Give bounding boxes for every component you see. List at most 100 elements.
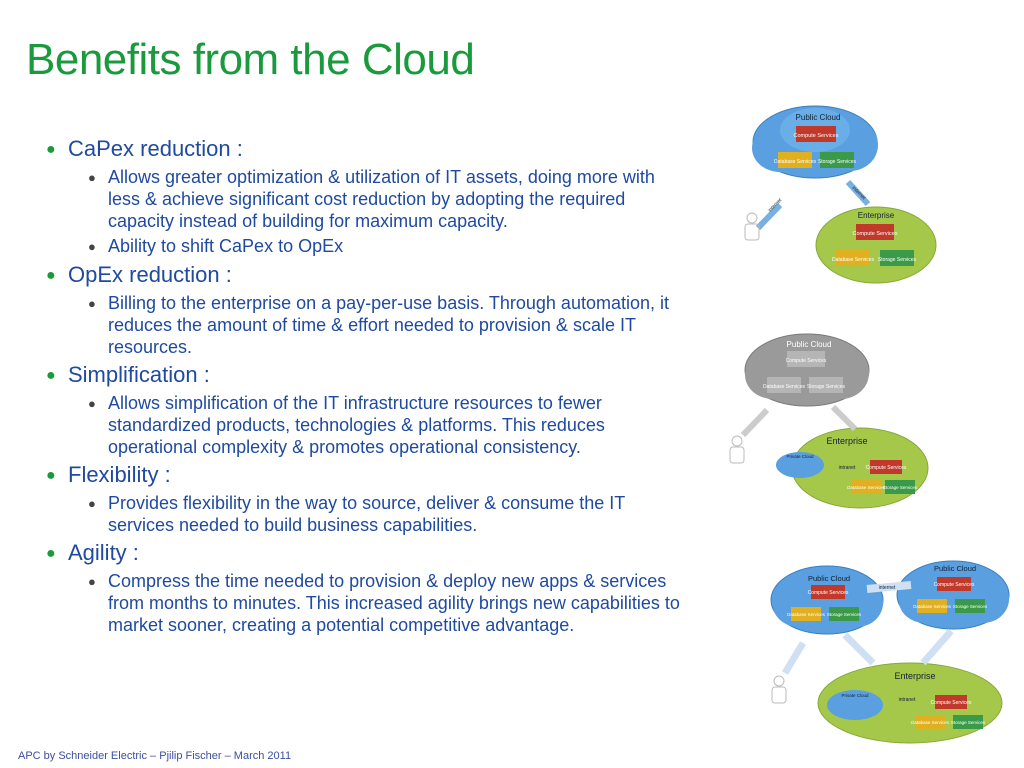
- diagram-label: Private Cloud: [841, 693, 869, 698]
- database-box: [767, 377, 801, 393]
- diagram-label: Compute Services: [866, 465, 907, 471]
- section-agility: ● Agility : ● Compress the time needed to …: [46, 540, 686, 636]
- sub-bullet-text: Billing to the enterprise on a pay-per-u…: [108, 293, 669, 357]
- bullet-icon: ●: [88, 296, 96, 311]
- bullet-heading: ● Agility :: [46, 540, 686, 567]
- diagram-label: Database Services: [832, 257, 874, 263]
- database-box: [836, 250, 870, 266]
- internet-arrow: [740, 407, 770, 438]
- sub-bullet-text: Allows simplification of the IT infrastr…: [108, 393, 605, 457]
- diagram-label: intranet: [899, 697, 916, 703]
- database-box: [791, 607, 821, 621]
- diagram-label: Compute Services: [931, 700, 972, 706]
- compute-box: [787, 351, 825, 367]
- bullet-icon: ●: [46, 545, 56, 562]
- sub-bullet-text: Provides flexibility in the way to sourc…: [108, 493, 625, 535]
- section-opex: ● OpEx reduction : ● Billing to the enterp…: [46, 262, 686, 358]
- diagram-label: Enterprise: [894, 671, 935, 681]
- internet-arrow: [920, 628, 954, 666]
- diagram-label: Storage Services: [807, 384, 846, 390]
- section-simplification: ● Simplification : ● Allows simplification…: [46, 362, 686, 458]
- diagram-label: Storage Services: [878, 257, 917, 263]
- diagram-label: intranet: [839, 465, 856, 471]
- bullet-list: ● CaPex reduction : ● Allows greater optim…: [46, 136, 686, 640]
- diagram-label: Storage Services: [953, 604, 988, 609]
- storage-box: [829, 607, 859, 621]
- sub-bullet: ● Compress the time needed to provision &…: [88, 570, 686, 636]
- sub-bullet-text: Ability to shift CaPex to OpEx: [108, 236, 344, 256]
- storage-box: [955, 599, 985, 613]
- heading-text: Flexibility :: [68, 462, 171, 487]
- diagram-hybrid-cloud: Public Cloud Compute Services Database S…: [770, 560, 1010, 744]
- bullet-heading: ● Simplification :: [46, 362, 686, 389]
- diagram-label: Database Services: [911, 720, 950, 725]
- database-box: [917, 599, 947, 613]
- bullet-heading: ● OpEx reduction :: [46, 262, 686, 289]
- bullet-icon: ●: [46, 141, 56, 158]
- diagram-label: Database Services: [763, 384, 805, 390]
- database-box: [851, 480, 881, 494]
- storage-box: [880, 250, 914, 266]
- section-capex: ● CaPex reduction : ● Allows greater optim…: [46, 136, 686, 258]
- database-box: [778, 152, 812, 168]
- diagram-label: Compute Services: [786, 358, 827, 364]
- compute-box: [856, 224, 894, 240]
- diagram-label: Storage Services: [883, 485, 918, 490]
- internet-arrow: [755, 202, 783, 231]
- diagram-label: Public Cloud: [934, 564, 976, 573]
- bullet-icon: ●: [46, 267, 56, 284]
- diagram-label: Enterprise: [826, 436, 867, 446]
- footer-credit: APC by Schneider Electric – Pjilip Fisch…: [18, 750, 292, 762]
- bullet-icon: ●: [88, 574, 96, 589]
- bullet-icon: ●: [88, 396, 96, 411]
- bullet-icon: ●: [88, 496, 96, 511]
- diagram-label: Storage Services: [827, 612, 862, 617]
- heading-text: Agility :: [68, 540, 139, 565]
- bullet-heading: ● CaPex reduction :: [46, 136, 686, 163]
- diagram-label: Database Services: [787, 612, 826, 617]
- diagram-label: Public Cloud: [787, 340, 832, 349]
- bullet-icon: ●: [88, 239, 96, 254]
- database-box: [915, 715, 945, 729]
- diagram-label: Storage Services: [951, 720, 986, 725]
- sub-bullet: ● Ability to shift CaPex to OpEx: [88, 235, 686, 258]
- private-cloud-shape: [827, 690, 883, 720]
- internet-arrow: [830, 404, 858, 432]
- internet-arrow: [845, 179, 871, 207]
- private-cloud-shape: [776, 452, 824, 478]
- compute-box: [870, 460, 902, 474]
- bullet-icon: ●: [88, 170, 96, 185]
- sub-bullet: ● Allows greater optimization & utilizati…: [88, 166, 686, 232]
- storage-box: [885, 480, 915, 494]
- bullet-heading: ●Flexibility :: [46, 462, 686, 489]
- diagram-label: Enterprise: [858, 211, 895, 220]
- bullet-icon: ●: [46, 367, 56, 384]
- sub-bullet: ● Provides flexibility in the way to sour…: [88, 492, 686, 536]
- diagram-public-cloud: Public Cloud Compute Services Database S…: [744, 105, 937, 284]
- diagram-label: Storage Services: [818, 159, 857, 165]
- storage-box: [809, 377, 843, 393]
- diagram-label: Database Services: [913, 604, 952, 609]
- diagram-label: Private Cloud: [786, 454, 814, 459]
- diagram-label: Database Services: [847, 485, 886, 490]
- diagram-label: Public Cloud: [796, 113, 841, 122]
- internet-arrow: [842, 632, 876, 666]
- heading-text: OpEx reduction :: [68, 262, 232, 287]
- user-icon: [771, 675, 787, 704]
- sub-bullet: ● Billing to the enterprise on a pay-per-…: [88, 292, 686, 358]
- diagram-label: Compute Services: [934, 582, 975, 588]
- heading-text: Simplification :: [68, 362, 210, 387]
- diagram-label: internet: [879, 585, 896, 591]
- diagram-label: Database Services: [774, 159, 816, 165]
- heading-text: CaPex reduction :: [68, 136, 243, 161]
- diagram-label: Compute Services: [853, 231, 898, 237]
- diagram-label: Compute Services: [808, 590, 849, 596]
- slide-title: Benefits from the Cloud: [26, 35, 475, 84]
- user-icon: [744, 212, 760, 241]
- sub-bullet-text: Compress the time needed to provision & …: [108, 571, 680, 635]
- storage-box: [820, 152, 854, 168]
- storage-box: [953, 715, 983, 729]
- compute-box: [935, 695, 967, 709]
- sub-bullet: ● Allows simplification of the IT infrast…: [88, 392, 686, 458]
- sub-bullet-text: Allows greater optimization & utilizatio…: [108, 167, 655, 231]
